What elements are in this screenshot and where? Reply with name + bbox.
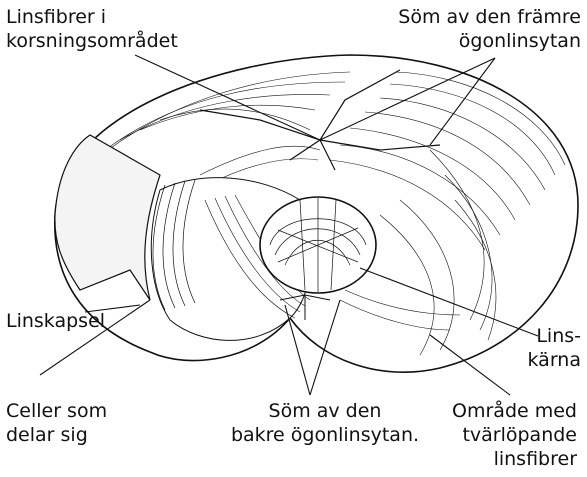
lens-nucleus <box>260 197 376 293</box>
label-posterior-suture-line2: bakre ögonlinsytan. <box>210 424 440 447</box>
label-transverse-fibers-line2: tvärlöpande <box>462 424 577 447</box>
label-lens-capsule: Linskapsel <box>6 310 105 333</box>
label-anterior-suture-line1: Söm av den främre <box>398 6 581 29</box>
label-nucleus-line1: Lins- <box>536 325 581 348</box>
label-crossing-fibers-line1: Linsfibrer i <box>6 6 106 29</box>
label-transverse-fibers-line1: Område med <box>452 400 577 423</box>
label-dividing-cells-line2: delar sig <box>6 424 88 447</box>
label-anterior-suture-line2: ögonlinsytan <box>459 30 581 53</box>
label-dividing-cells-line1: Celler som <box>6 400 107 423</box>
label-nucleus-line2: kärna <box>528 349 581 372</box>
label-crossing-fibers-line2: korsningsområdet <box>6 30 178 53</box>
label-transverse-fibers-line3: linsfibrer <box>494 448 577 471</box>
label-posterior-suture-line1: Söm av den <box>225 400 425 423</box>
